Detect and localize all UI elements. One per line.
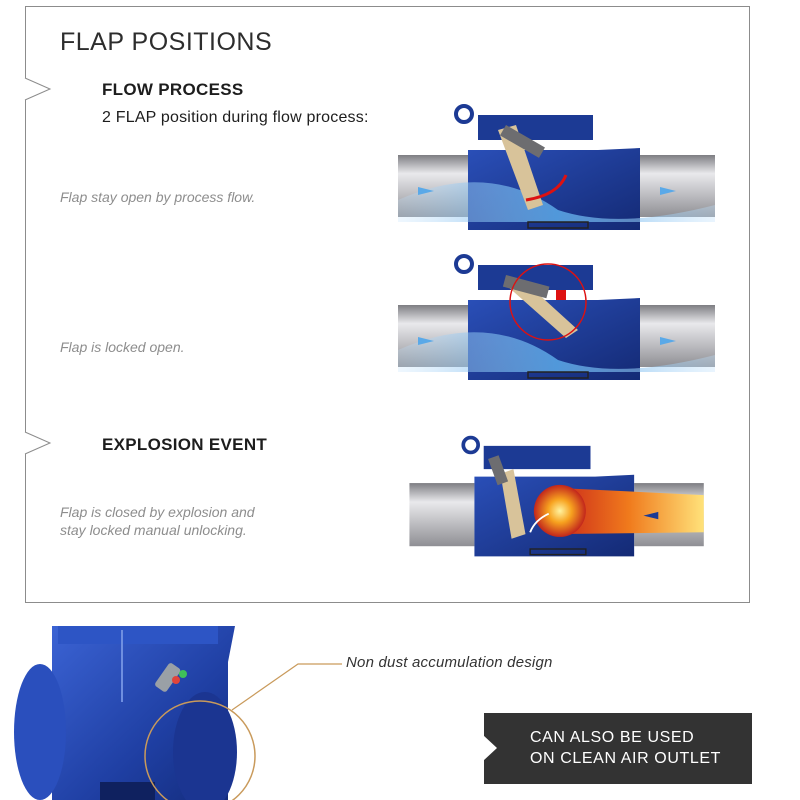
flap-close-arrow	[529, 512, 550, 533]
inlet-pipe	[409, 483, 475, 547]
process-flow	[398, 182, 715, 222]
outlet-pipe	[640, 155, 715, 217]
flap-motion-arrow	[525, 174, 568, 202]
flap	[498, 125, 543, 210]
flow-process-heading: FLOW PROCESS	[102, 80, 244, 99]
lifting-eye	[454, 254, 474, 274]
flap	[500, 469, 526, 539]
caption-explosion: Flap is closed by explosion and stay loc…	[60, 503, 255, 539]
lifting-eye	[454, 104, 474, 124]
caption-explosion-line-1: Flap is closed by explosion and	[60, 504, 255, 520]
highlight-circle	[144, 700, 256, 800]
flap	[506, 280, 578, 338]
process-flow	[398, 332, 715, 372]
banner-line-2: ON CLEAN AIR OUTLET	[530, 750, 721, 767]
flow-process-subheading: 2 FLAP position during flow process:	[102, 109, 369, 126]
diagram-explosion	[409, 435, 704, 557]
lock-handle	[155, 663, 181, 692]
explosion-event-heading: EXPLOSION EVENT	[102, 435, 268, 454]
valve-photo	[14, 626, 256, 800]
lock-indicator	[556, 290, 566, 300]
caption-flap-locked: Flap is locked open.	[60, 339, 185, 355]
banner-line-1: CAN ALSO BE USED	[530, 729, 695, 746]
page-title: FLAP POSITIONS	[60, 28, 273, 56]
caption-explosion-line-2: stay locked manual unlocking.	[60, 522, 247, 538]
diagram-flap-locked	[398, 254, 715, 380]
flame-jet	[553, 487, 704, 535]
outlet-pipe	[640, 305, 715, 367]
callout-non-dust-accumulation: Non dust accumulation design	[346, 654, 553, 671]
clean-air-outlet-banner: CAN ALSO BE USED ON CLEAN AIR OUTLET	[483, 713, 752, 784]
diagram-flap-open	[398, 104, 715, 230]
explosion-fireball	[533, 484, 586, 537]
lock-highlight-circle	[509, 263, 587, 341]
lifting-eye	[461, 435, 480, 455]
caption-flap-open: Flap stay open by process flow.	[60, 189, 256, 205]
